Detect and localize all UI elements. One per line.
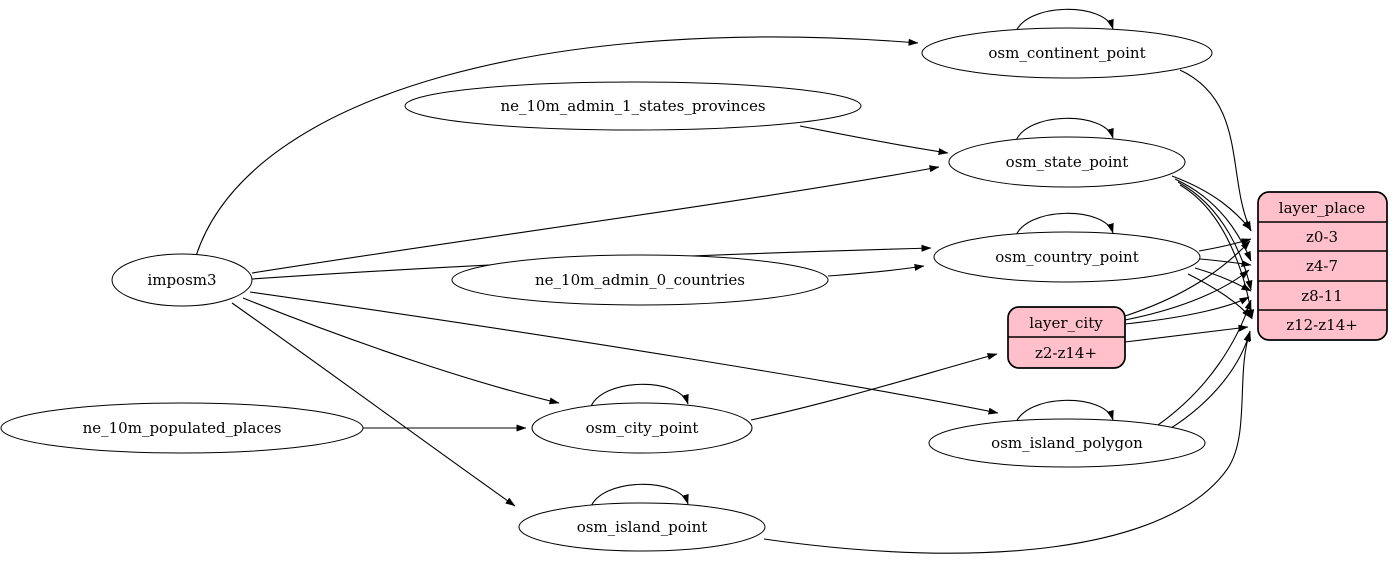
node-ne_10m_admin_1_states_provinces-label: ne_10m_admin_1_states_provinces xyxy=(500,97,765,115)
node-osm_continent_point: osm_continent_point xyxy=(921,27,1213,79)
node-osm_state_point-shape xyxy=(948,136,1186,188)
edge-osm_continent_point-layer_place-z0 xyxy=(1179,69,1252,232)
node-osm_city_point-shape xyxy=(531,402,753,454)
node-imposm3-shape xyxy=(111,253,253,307)
node-ne_10m_admin_0_countries-label: ne_10m_admin_0_countries xyxy=(535,271,745,289)
node-osm_island_point-label: osm_island_point xyxy=(577,518,708,536)
selfloop-osm_island_polygon xyxy=(1014,399,1114,426)
node-ne_10m_populated_places-label: ne_10m_populated_places xyxy=(83,419,282,437)
node-imposm3: imposm3 xyxy=(111,253,253,307)
node-ne_10m_populated_places: ne_10m_populated_places xyxy=(0,402,364,454)
edge-ne_10m_admin_1_states_provinces-osm_state_point xyxy=(799,125,949,156)
node-osm_country_point-label: osm_country_point xyxy=(995,248,1139,266)
selfloop-osm_country_point xyxy=(1014,212,1114,239)
edge-osm_island_polygon-layer_place-z8 xyxy=(1157,299,1252,426)
selfloop-osm_city_point xyxy=(589,383,689,410)
edge-osm_island_point-layer_place-z12 xyxy=(763,331,1251,554)
record-layer_place-row-z0-3: z0-3 xyxy=(1306,228,1338,246)
node-osm_city_point-label: osm_city_point xyxy=(586,419,699,437)
edge-osm_state_point-layer_place-z8 xyxy=(1177,181,1253,291)
record-layer_place: layer_place z0-3 z4-7 z8-11 z12-z14+ xyxy=(1257,191,1388,341)
edges xyxy=(195,8,1255,554)
edge-osm_country_point-layer_place-z4 xyxy=(1199,258,1252,268)
node-osm_island_point-shape xyxy=(518,502,766,552)
edge-layer_city-layer_place-z0 xyxy=(1124,240,1251,317)
edge-osm_state_point-layer_place-z0 xyxy=(1171,175,1252,231)
edge-osm_country_point-layer_place-z12 xyxy=(1187,273,1252,319)
edge-imposm3-osm_continent_point xyxy=(195,36,919,257)
record-layer_city-title: layer_city xyxy=(1029,314,1103,332)
node-osm_continent_point-label: osm_continent_point xyxy=(988,44,1145,62)
selfloop-osm_continent_point xyxy=(1014,8,1114,35)
edge-osm_country_point-layer_place-z0 xyxy=(1198,238,1252,252)
node-osm_island_polygon: osm_island_polygon xyxy=(928,418,1206,468)
edge-layer_city-layer_place-z4 xyxy=(1124,269,1250,321)
node-imposm3-label: imposm3 xyxy=(147,271,216,289)
edge-ne_10m_admin_0_countries-osm_country_point xyxy=(827,263,925,277)
node-osm_island_polygon-label: osm_island_polygon xyxy=(991,434,1143,452)
node-osm_island_point: osm_island_point xyxy=(518,502,766,552)
node-osm_state_point-label: osm_state_point xyxy=(1006,153,1129,171)
edge-imposm3-osm_city_point xyxy=(242,297,560,405)
edge-layer_city-layer_place-z8 xyxy=(1124,296,1250,325)
edge-osm_state_point-layer_place-z4 xyxy=(1174,178,1252,262)
node-ne_10m_admin_1_states_provinces: ne_10m_admin_1_states_provinces xyxy=(404,81,862,131)
edge-osm_country_point-layer_place-z8 xyxy=(1194,267,1252,292)
selfloop-osm_island_point xyxy=(589,483,689,510)
node-ne_10m_admin_0_countries-shape xyxy=(451,254,829,306)
node-osm_state_point: osm_state_point xyxy=(948,136,1186,188)
edge-layer_city-layer_place-z12 xyxy=(1124,324,1249,343)
edge-imposm3-osm_state_point xyxy=(251,165,940,274)
edge-osm_island_polygon-layer_place-z12 xyxy=(1167,330,1252,431)
node-osm_island_polygon-shape xyxy=(928,418,1206,468)
record-layer_place-title: layer_place xyxy=(1279,199,1366,217)
record-layer_place-row-z12-z14: z12-z14+ xyxy=(1286,316,1358,334)
record-layer_city: layer_city z2-z14+ xyxy=(1007,306,1126,369)
record-layer_place-box xyxy=(1257,191,1388,341)
node-ne_10m_populated_places-shape xyxy=(0,402,364,454)
selfloop-osm_state_point xyxy=(1014,117,1114,144)
edge-imposm3-osm_island_point xyxy=(231,302,516,507)
node-osm_continent_point-shape xyxy=(921,27,1213,79)
node-osm_country_point: osm_country_point xyxy=(933,231,1201,283)
record-layer_place-row-z4-7: z4-7 xyxy=(1306,257,1338,275)
record-layer_place-row-z8-11: z8-11 xyxy=(1301,287,1343,305)
edge-osm_city_point-layer_city-z2 xyxy=(750,353,998,421)
node-osm_country_point-shape xyxy=(933,231,1201,283)
node-ne_10m_admin_1_states_provinces-shape xyxy=(404,81,862,131)
node-ne_10m_admin_0_countries: ne_10m_admin_0_countries xyxy=(451,254,829,306)
node-osm_city_point: osm_city_point xyxy=(531,402,753,454)
record-layer_city-row-z2-z14: z2-z14+ xyxy=(1035,344,1097,362)
edge-imposm3-osm_island_polygon xyxy=(249,291,999,415)
